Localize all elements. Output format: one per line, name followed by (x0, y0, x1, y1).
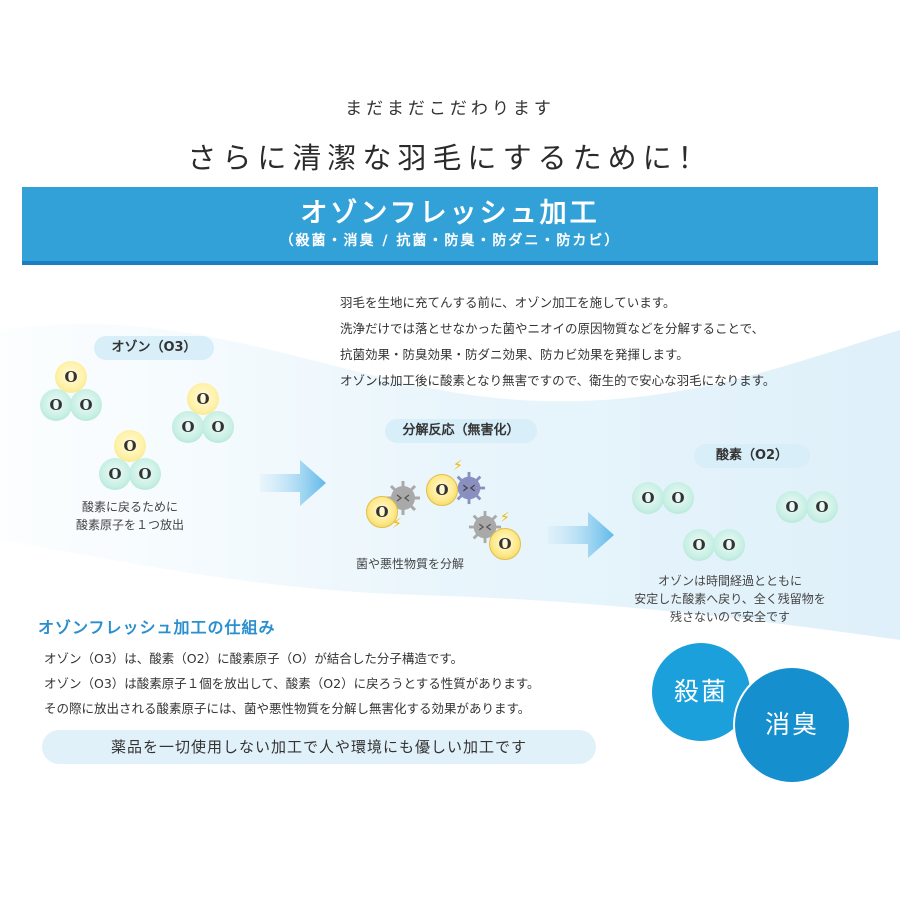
oxygen-atom: O (806, 491, 838, 523)
lightning-icon: ⚡ (392, 516, 402, 532)
banner-subtitle: （殺菌・消臭 / 抗菌・防臭・防ダニ・防カビ） (279, 233, 621, 249)
mechanism-line: オゾン（O3）は、酸素（O2）に酸素原子（O）が結合した分子構造です。 (44, 651, 464, 666)
mechanism-title: オゾンフレッシュ加工の仕組み (38, 618, 276, 637)
deodorize-badge: 消臭 (735, 668, 849, 782)
oxygen-atom: O (187, 383, 219, 415)
oxygen-atom: O (632, 482, 664, 514)
lightning-icon: ⚡ (500, 510, 510, 526)
decomposition-label: 分解反応（無害化） (385, 419, 537, 443)
sterilization-badge: 殺菌 (652, 643, 750, 741)
arrow-right-icon (548, 512, 614, 558)
oxygen-atom: O (713, 529, 745, 561)
mechanism-line: その際に放出される酸素原子には、菌や悪性物質を分解し無害化する効果があります。 (44, 701, 531, 716)
oxygen-atom: O (366, 496, 398, 528)
feature-banner: オゾンフレッシュ加工 （殺菌・消臭 / 抗菌・防臭・防ダニ・防カビ） (22, 187, 878, 265)
lightning-icon: ⚡ (453, 458, 463, 474)
intro-line: 洗浄だけでは落とせなかった菌やニオイの原因物質などを分解することで、 (340, 321, 765, 336)
caption-line: オゾンは時間経過とともに (657, 574, 802, 588)
oxygen-caption: オゾンは時間経過とともに 安定した酸素へ戻り、全く残留物を 残さないので安全です (630, 572, 830, 626)
oxygen-atom: O (55, 361, 87, 393)
arrow-right-icon (260, 460, 326, 506)
oxygen-atom: O (426, 474, 458, 506)
eco-note: 薬品を一切使用しない加工で人や環境にも優しい加工です (42, 730, 596, 764)
oxygen-atom: O (129, 458, 161, 490)
page-subtitle: まだまだこだわります (345, 99, 555, 119)
oxygen-atom: O (99, 458, 131, 490)
oxygen-atom: O (172, 411, 204, 443)
decomposition-caption: 菌や悪性物質を分解 (355, 557, 464, 571)
intro-line: 羽毛を生地に充てんする前に、オゾン加工を施しています。 (340, 295, 676, 310)
oxygen-atom: O (683, 529, 715, 561)
caption-line: 残さないので安全です (669, 610, 790, 624)
banner-title: オゾンフレッシュ加工 (300, 198, 600, 229)
caption-line: 酸素原子を１つ放出 (75, 518, 184, 532)
intro-line: 抗菌効果・防臭効果・防ダニ効果、防カビ効果を発揮します。 (340, 347, 689, 362)
oxygen-atom: O (40, 389, 72, 421)
ozone-label: オゾン（O3） (94, 336, 214, 360)
bacteria-icon (468, 510, 502, 544)
mechanism-text: オゾン（O3）は、酸素（O2）に酸素原子（O）が結合した分子構造です。 オゾン（… (44, 646, 664, 721)
bacteria-icon (452, 471, 486, 505)
caption-line: 安定した酸素へ戻り、全く残留物を (634, 592, 826, 606)
oxygen-atom: O (70, 389, 102, 421)
caption-line: 酸素に戻るために (81, 500, 178, 514)
page-title: さらに清潔な羽毛にするために！ (187, 141, 713, 175)
oxygen-atom: O (114, 430, 146, 462)
oxygen-atom: O (662, 482, 694, 514)
ozone-caption: 酸素に戻るために 酸素原子を１つ放出 (50, 498, 210, 534)
mechanism-line: オゾン（O3）は酸素原子１個を放出して、酸素（O2）に戻ろうとする性質があります… (44, 676, 540, 691)
intro-line: オゾンは加工後に酸素となり無害ですので、衛生的で安心な羽毛になります。 (340, 373, 776, 388)
oxygen-atom: O (489, 528, 521, 560)
oxygen-atom: O (776, 491, 808, 523)
bacteria-icon (386, 481, 420, 515)
oxygen-label: 酸素（O2） (694, 444, 810, 468)
oxygen-atom: O (202, 411, 234, 443)
intro-text: 羽毛を生地に充てんする前に、オゾン加工を施しています。 洗浄だけでは落とせなかっ… (340, 290, 880, 394)
